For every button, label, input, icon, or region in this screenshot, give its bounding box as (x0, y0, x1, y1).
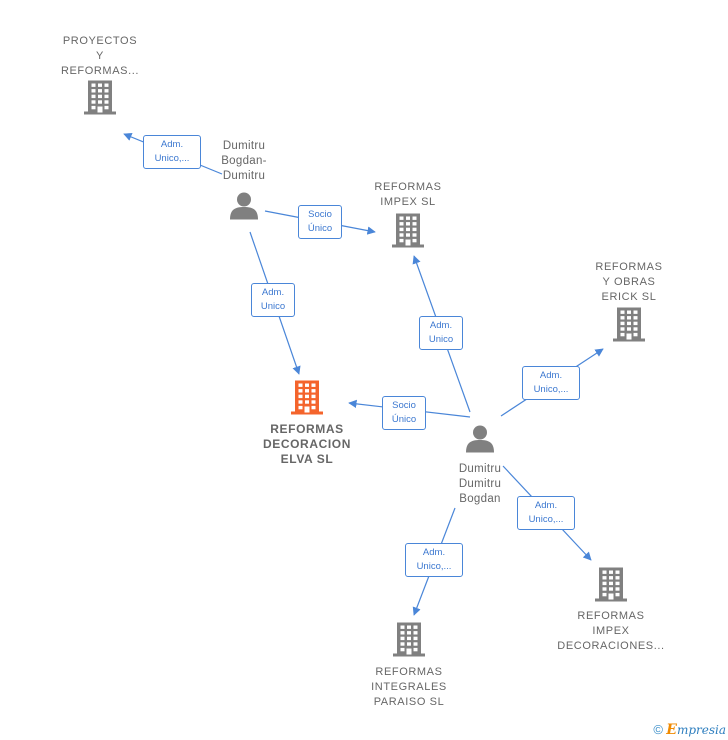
edge-label-dumitru_bd-to-elva[interactable]: Adm. Unico (251, 283, 295, 317)
node-label-proyectos[interactable]: PROYECTOS Y REFORMAS... (60, 35, 140, 77)
edge-label-dumitru_bd-to-proyectos[interactable]: Adm. Unico,... (143, 135, 201, 169)
edge-label-dumitru_db-to-impex[interactable]: Adm. Unico (419, 316, 463, 350)
building-icon[interactable] (595, 567, 627, 608)
edge-label-dumitru_db-to-impex_dec[interactable]: Adm. Unico,... (517, 496, 575, 530)
node-label-dumitru_db[interactable]: Dumitru Dumitru Bogdan (458, 463, 502, 505)
brand-name: mpresia (676, 723, 726, 737)
focus-building-icon[interactable] (291, 380, 323, 421)
edge-label-dumitru_db-to-elva[interactable]: Socio Único (382, 396, 426, 430)
node-label-dumitru_bd[interactable]: Dumitru Bogdan- Dumitru (221, 140, 267, 182)
edge-label-dumitru_db-to-erick[interactable]: Adm. Unico,... (522, 366, 580, 400)
node-label-paraiso[interactable]: REFORMAS INTEGRALES PARAISO SL (371, 666, 447, 708)
copyright-symbol: © (653, 722, 663, 737)
person-icon[interactable] (465, 424, 495, 459)
node-label-impex[interactable]: REFORMAS IMPEX SL (374, 181, 442, 208)
person-icon[interactable] (229, 191, 259, 226)
node-label-elva[interactable]: REFORMAS DECORACION ELVA SL (262, 422, 351, 466)
brand-logo-initial: E (666, 722, 677, 738)
building-icon[interactable] (84, 80, 116, 121)
building-icon[interactable] (613, 307, 645, 348)
building-icon[interactable] (392, 213, 424, 254)
node-label-impex_dec[interactable]: REFORMAS IMPEX DECORACIONES... (557, 610, 665, 652)
node-label-erick[interactable]: REFORMAS Y OBRAS ERICK SL (595, 261, 663, 303)
building-icon[interactable] (393, 622, 425, 663)
edge-label-dumitru_db-to-paraiso[interactable]: Adm. Unico,... (405, 543, 463, 577)
copyright-notice: © Empresia (653, 722, 726, 738)
edge-label-dumitru_bd-to-impex[interactable]: Socio Único (298, 205, 342, 239)
